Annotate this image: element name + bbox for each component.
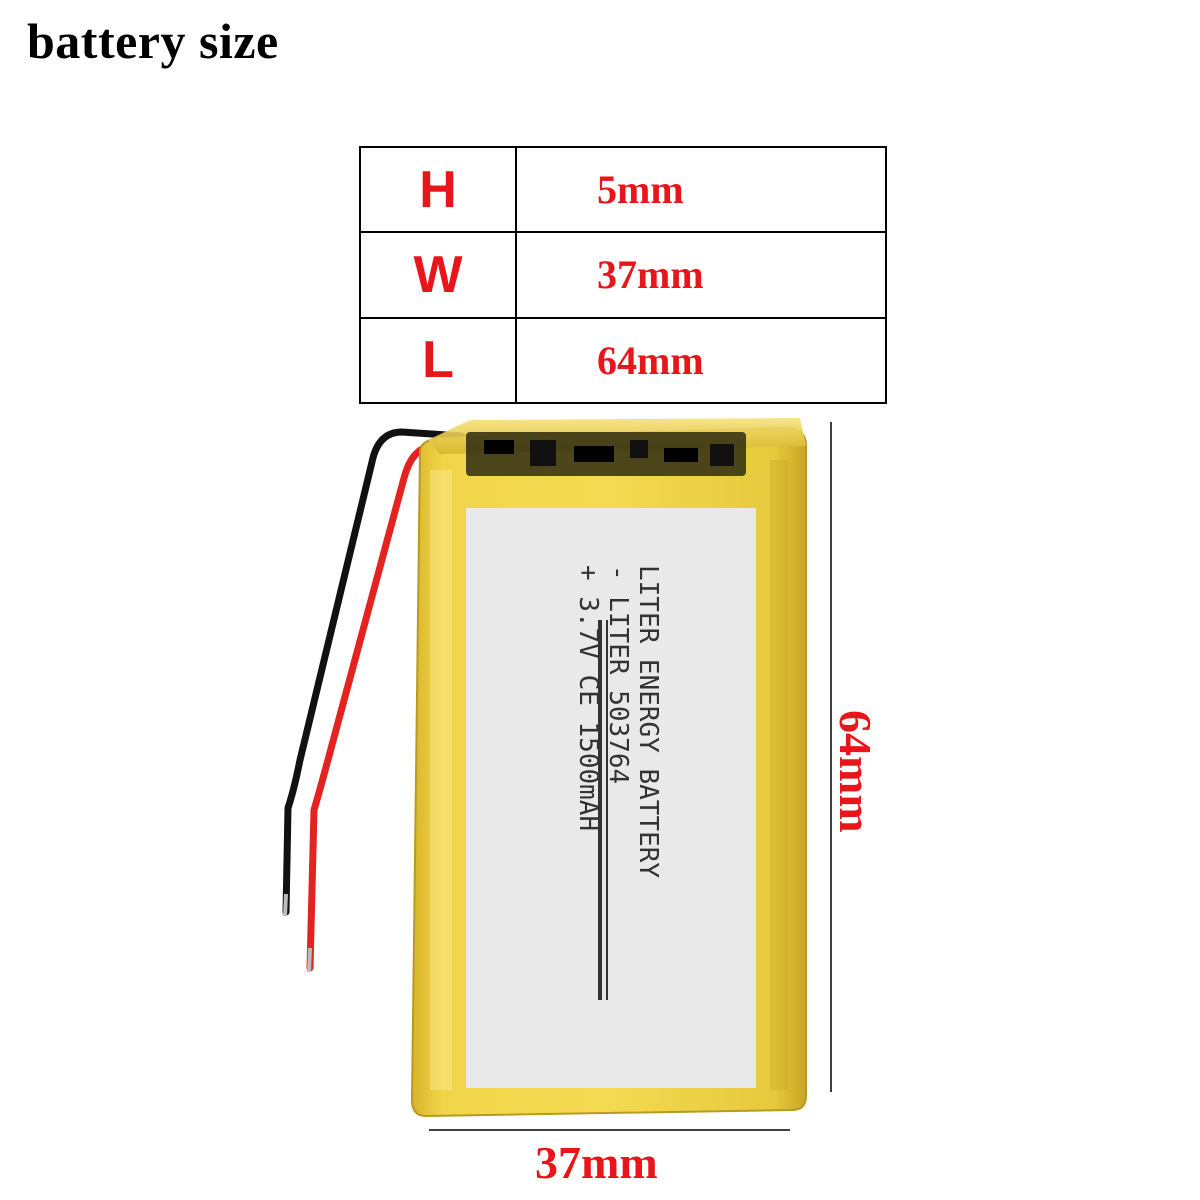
table-row: W 37mm xyxy=(359,231,887,319)
page-title: battery size xyxy=(27,13,279,69)
table-row: L 64mm xyxy=(359,316,887,405)
height-key: H xyxy=(359,145,517,234)
width-value: 37mm xyxy=(515,231,887,319)
length-key: L xyxy=(359,316,517,405)
battery-body xyxy=(410,418,807,1118)
battery-barcode xyxy=(598,620,608,1000)
dimension-table: H 5mm W 37mm L 64mm xyxy=(359,145,887,405)
width-dimension-label: 37mm xyxy=(535,1137,658,1188)
height-value: 5mm xyxy=(515,145,887,234)
length-value: 64mm xyxy=(515,316,887,405)
table-row: H 5mm xyxy=(359,145,887,234)
length-dimension-label: 64mm xyxy=(830,710,881,833)
width-key: W xyxy=(359,231,517,319)
battery-label-text: LITER ENERGY BATTERY - LITER 503764 + 3.… xyxy=(573,565,663,878)
battery-label-line1: LITER ENERGY BATTERY xyxy=(633,565,663,878)
